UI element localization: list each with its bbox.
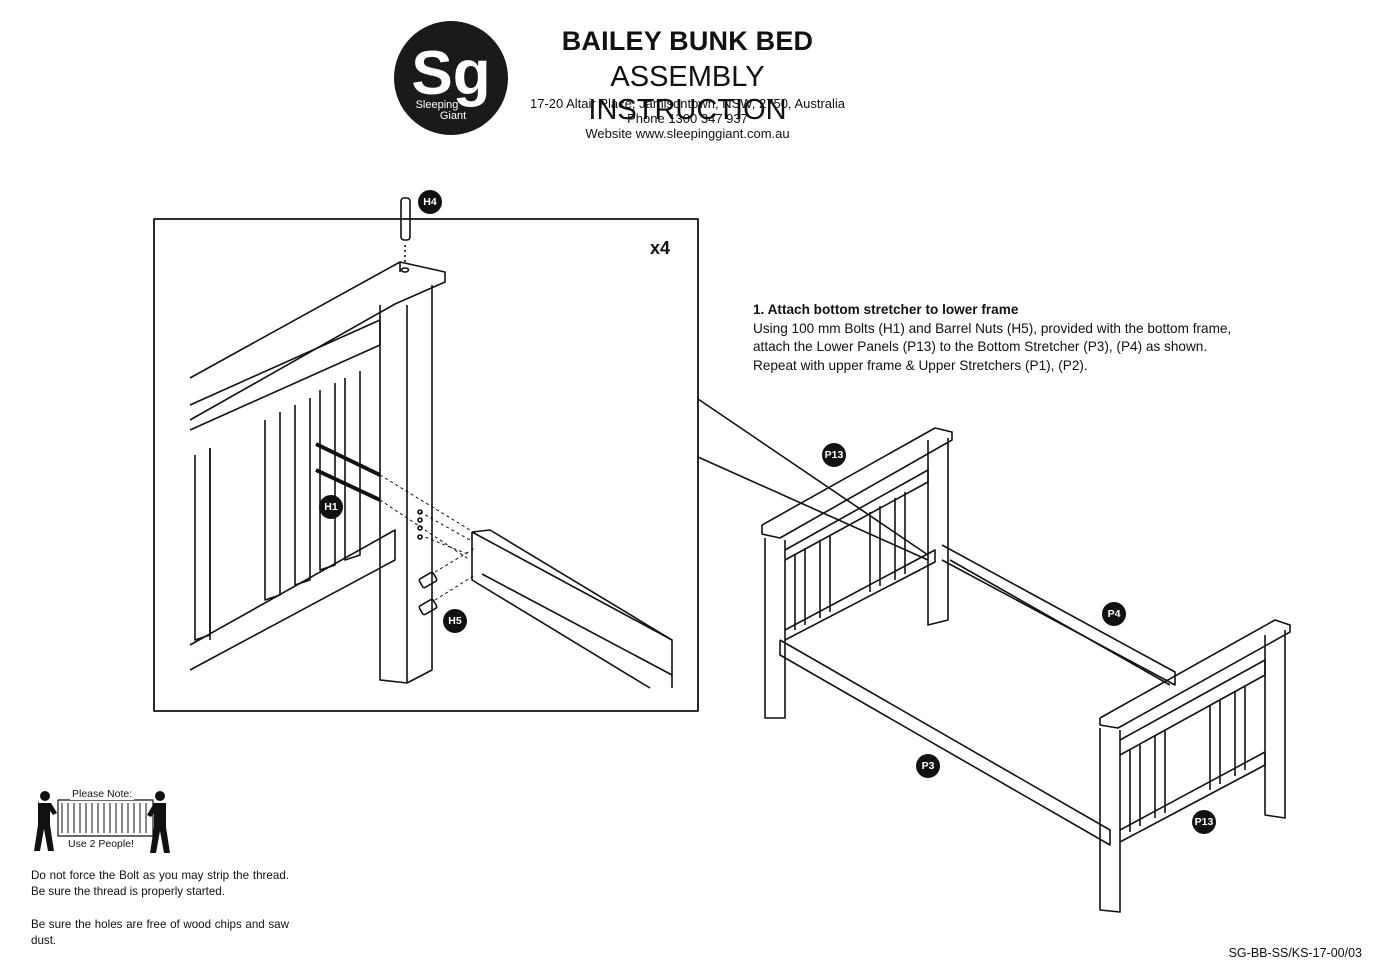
company-contact: 17-20 Altair Place, Jamisontown, NSW, 27… (510, 96, 865, 141)
note-panel-hatch (61, 803, 147, 833)
step-line-2: attach the Lower Panels (P13) to the Bot… (753, 339, 1208, 354)
detail-multiplier: x4 (650, 238, 671, 258)
step-instructions: 1. Attach bottom stretcher to lower fram… (753, 301, 1273, 375)
label-p4: P4 (1102, 602, 1126, 626)
note-holes: Be sure the holes are free of wood chips… (31, 918, 289, 947)
website: Website www.sleepinggiant.com.au (585, 126, 790, 141)
assembly-notes: Do not force the Bolt as you may strip t… (31, 868, 289, 966)
note-bolt: Do not force the Bolt as you may strip t… (31, 869, 289, 898)
document-reference: SG-BB-SS/KS-17-00/03 (1228, 946, 1362, 960)
phone: Phone 1300 347 937 (627, 111, 748, 126)
step-line-1: Using 100 mm Bolts (H1) and Barrel Nuts … (753, 320, 1232, 336)
page-subtitle: ASSEMBLY INSTRUCTION (588, 61, 787, 126)
label-h5: H5 (443, 609, 467, 633)
people-note-title: Please Note: (70, 788, 135, 800)
back-panel-slats (794, 492, 906, 630)
svg-text:Giant: Giant (440, 110, 466, 122)
svg-text:Sleeping: Sleeping (416, 99, 459, 111)
front-panel-slats (1129, 686, 1246, 832)
people-note-warning: Use 2 People! (66, 838, 136, 850)
label-p13-back: P13 (822, 443, 846, 467)
sleeping-giant-logo: Sg Sleeping Giant (394, 21, 508, 135)
label-h4: H4 (418, 190, 442, 214)
step-title: 1. Attach bottom stretcher to lower fram… (753, 302, 1019, 317)
label-p3: P3 (916, 754, 940, 778)
step-line-3: Repeat with upper frame & Upper Stretche… (753, 357, 1088, 373)
label-p13-front: P13 (1192, 810, 1216, 834)
page-title: BAILEY BUNK BED (561, 26, 814, 56)
address: 17-20 Altair Place, Jamisontown, NSW, 27… (529, 96, 846, 111)
logo-mark: Sg (411, 39, 490, 108)
two-people-icon (34, 791, 170, 853)
label-h1: H1 (319, 495, 343, 519)
detail-frame (153, 218, 699, 712)
